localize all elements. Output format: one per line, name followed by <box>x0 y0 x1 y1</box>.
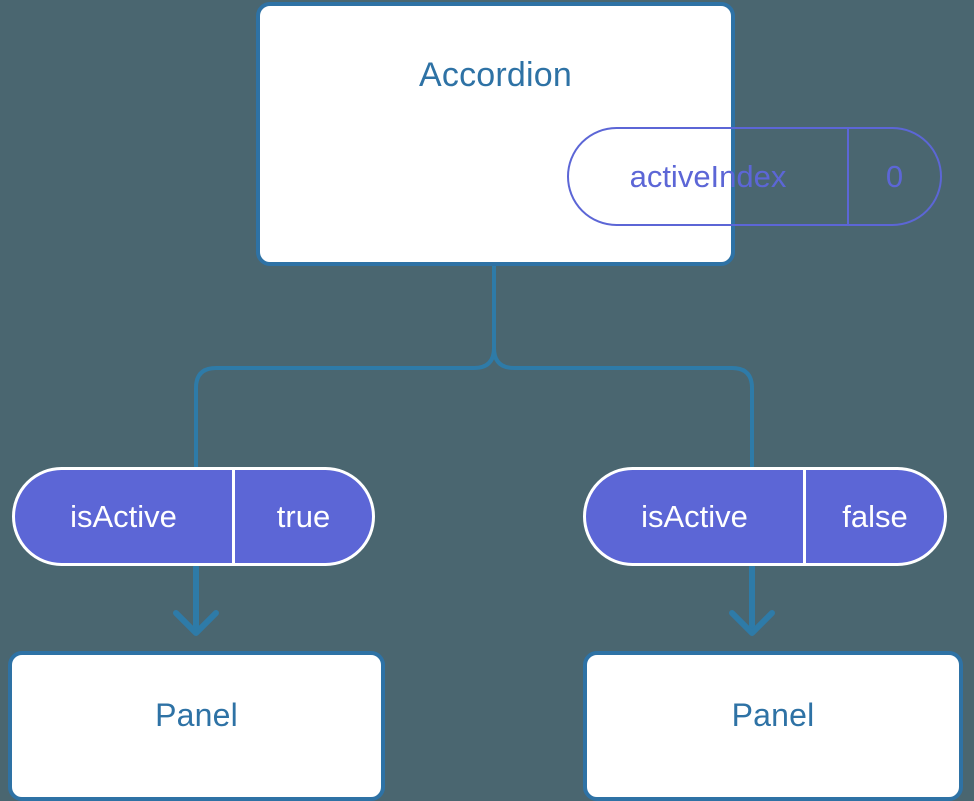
prop-pill-value: true <box>232 470 372 563</box>
accordion-state-diagram: Accordion activeIndex 0 isActive true is… <box>8 2 963 801</box>
state-pill-activeindex[interactable]: activeIndex 0 <box>567 127 942 226</box>
component-card-panel-right[interactable]: Panel <box>583 651 963 801</box>
component-card-accordion[interactable]: Accordion activeIndex 0 <box>256 2 942 266</box>
component-title-panel-left: Panel <box>155 697 238 733</box>
arrow-right-icon <box>729 564 775 636</box>
prop-pill-isactive-false[interactable]: isActive false <box>583 467 947 566</box>
prop-pill-value: false <box>803 470 944 563</box>
prop-pill-key: isActive <box>70 498 177 534</box>
component-title-panel-right: Panel <box>731 697 815 733</box>
component-title-accordion: Accordion <box>419 56 572 94</box>
state-pill-key: activeIndex <box>629 158 787 194</box>
state-pill-value: 0 <box>846 129 940 224</box>
component-card-panel-left[interactable]: Panel <box>8 651 385 801</box>
connector-tree-path <box>194 264 754 469</box>
prop-pill-isactive-true[interactable]: isActive true <box>12 467 375 566</box>
arrow-left-icon <box>173 564 219 636</box>
prop-pill-key: isActive <box>641 498 748 534</box>
